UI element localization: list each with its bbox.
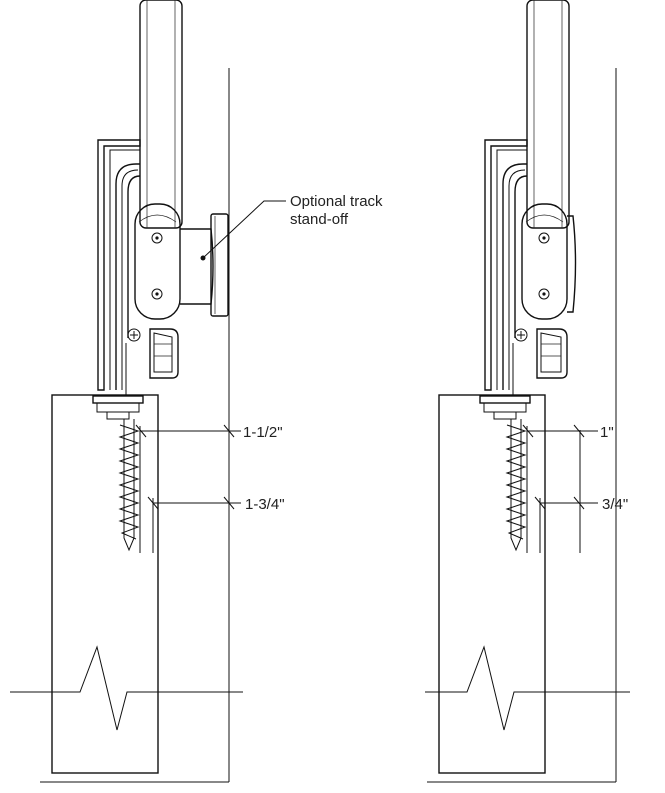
- left-dimension-upper: 1-1/2": [135, 424, 283, 441]
- callout-line-1: Optional track: [290, 193, 383, 210]
- right-dimension-lower: 3/4": [534, 496, 628, 513]
- stand-off-callout: Optional track stand-off: [200, 193, 383, 261]
- right-section-panel: 1" 3/4": [425, 0, 630, 783]
- left-section-panel: 1-1/2" 1-3/4" Optional track stand-off: [9, 0, 383, 783]
- left-dimension-lower: 1-3/4": [147, 496, 285, 513]
- right-dimension-upper: 1": [522, 424, 614, 441]
- callout-line-2: stand-off: [290, 211, 349, 228]
- left-dim-upper-label: 1-1/2": [243, 424, 283, 441]
- right-dim-lower-label: 3/4": [602, 496, 628, 513]
- right-dim-upper-label: 1": [600, 424, 614, 441]
- left-dim-lower-label: 1-3/4": [245, 496, 285, 513]
